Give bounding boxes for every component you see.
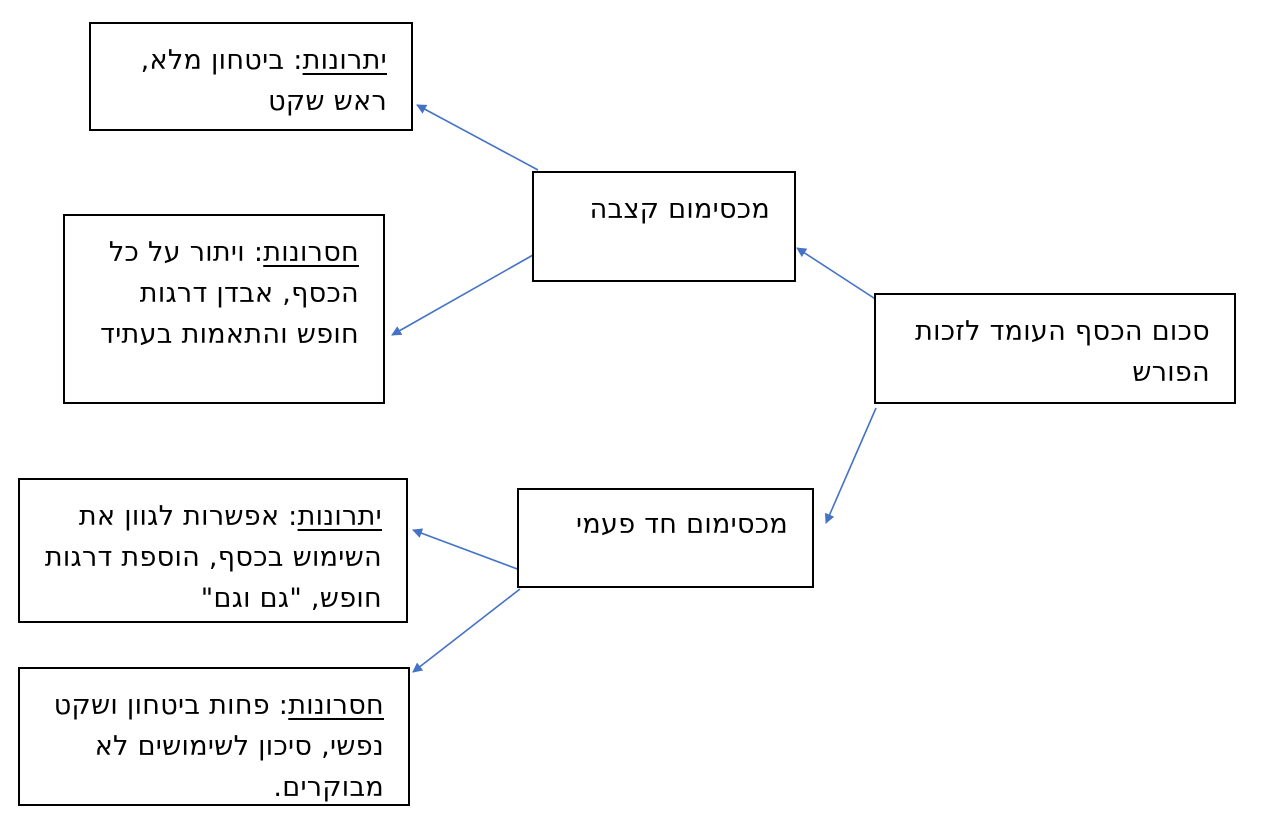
root-node-box: סכום הכסף העומד לזכות הפורש [874, 293, 1236, 404]
annual-cons-box: חסרונות: ויתור על כל הכסף, אבדן דרגות חו… [63, 214, 385, 404]
arrow-annual-to-pros [416, 104, 539, 171]
annual-max-node-text: מכסימום קצבה [589, 194, 770, 225]
root-node-text: סכום הכסף העומד לזכות הפורש [915, 316, 1210, 388]
arrow-annual-to-cons [391, 254, 534, 336]
annual-cons-text: : ויתור על כל הכסף, אבדן דרגות חופש והתא… [100, 237, 359, 350]
lump-pros-label: יתרונות [297, 501, 382, 532]
lump-cons-label: חסרונות [288, 690, 384, 721]
annual-pros-box: יתרונות: ביטחון מלא, ראש שקט [89, 22, 413, 131]
annual-max-node-box: מכסימום קצבה [532, 171, 796, 282]
lump-cons-text: : פחות ביטחון ושקט נפשי, סיכון לשימושים … [53, 690, 384, 803]
arrow-root-to-lump [825, 407, 877, 524]
lump-pros-text: : אפשרות לגוון את השימוש בכסף, הוספת דרג… [44, 501, 382, 614]
annual-pros-label: יתרונות [302, 45, 387, 76]
lump-pros-box: יתרונות: אפשרות לגוון את השימוש בכסף, הו… [18, 478, 408, 623]
arrow-lump-to-pros [412, 528, 529, 574]
lump-sum-max-node-box: מכסימום חד פעמי [517, 488, 814, 588]
annual-cons-label: חסרונות [263, 237, 359, 268]
annual-pros-text: : ביטחון מלא, ראש שקט [140, 45, 387, 117]
lump-cons-box: חסרונות: פחות ביטחון ושקט נפשי, סיכון לש… [18, 667, 410, 806]
arrow-root-to-annual [796, 247, 881, 303]
lump-sum-max-node-text: מכסימום חד פעמי [576, 509, 788, 540]
arrow-lump-to-cons [412, 588, 521, 673]
